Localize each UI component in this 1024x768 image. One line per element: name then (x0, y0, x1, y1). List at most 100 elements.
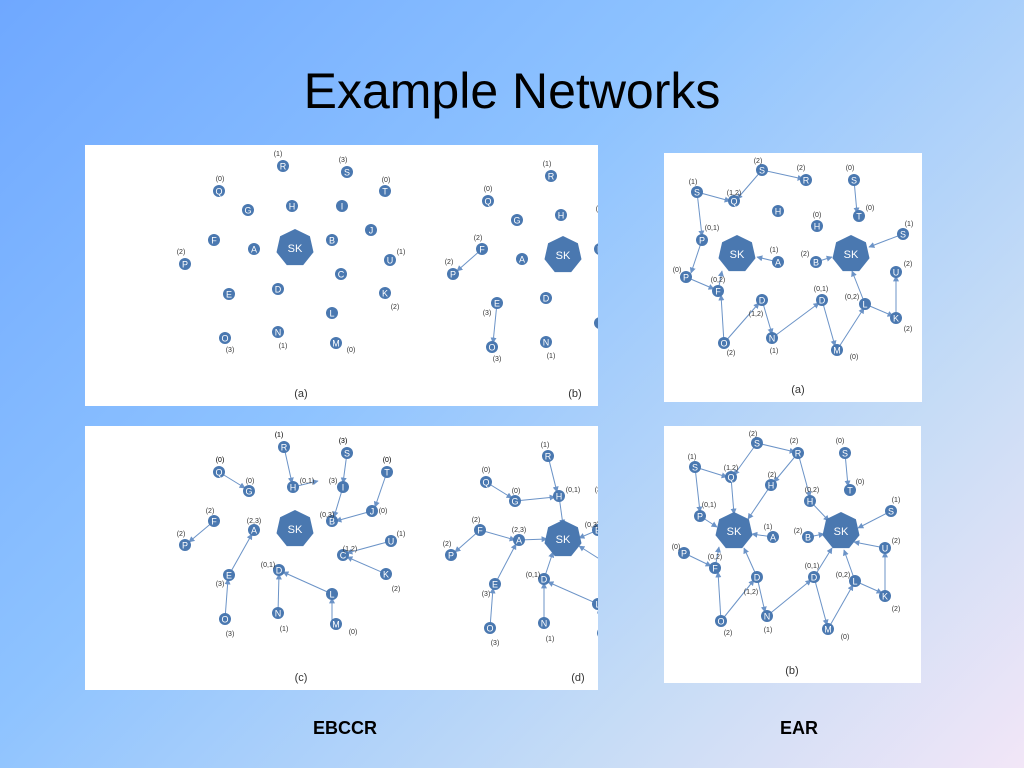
network-node: A (767, 531, 779, 543)
edge-weight-label: (0,2) (836, 572, 850, 579)
network-diagram-cd: SKSKR(1)S(3)Q(0)T(0)GHIJFBAPUCDEKLNOMRSQ… (177, 432, 598, 684)
network-node: A (248, 524, 260, 536)
network-node: T (853, 210, 865, 222)
network-node: N (272, 607, 284, 619)
svg-text:D: D (754, 573, 761, 583)
edge-weight-label: (1) (905, 221, 914, 228)
svg-text:U: U (387, 256, 394, 266)
svg-text:P: P (448, 551, 454, 561)
edge-weight-label: (2) (892, 538, 901, 545)
edge-weight-label: (2) (749, 431, 758, 438)
edge-weight-label: (1) (892, 497, 901, 504)
svg-text:R: R (545, 452, 552, 462)
edge (282, 571, 333, 595)
svg-text:A: A (251, 526, 257, 536)
svg-text:O: O (486, 624, 493, 634)
edge (756, 442, 796, 454)
edge-weight-label: (2) (794, 528, 803, 535)
svg-text:H: H (768, 481, 775, 491)
edge-weight-label: (0,1) (705, 225, 719, 232)
network-node: N (272, 326, 284, 338)
edge (696, 191, 705, 237)
edge-weight-label: (1,2) (343, 546, 357, 553)
edge-weight-label: (2) (177, 531, 186, 538)
sink-node: SK (715, 512, 753, 549)
edge (736, 169, 763, 200)
edge-weight-label: (2) (392, 586, 401, 593)
svg-text:S: S (888, 507, 894, 517)
network-node: S (897, 228, 909, 240)
svg-text:Q: Q (215, 187, 222, 197)
sink-node: SK (832, 235, 870, 272)
edge (821, 299, 837, 347)
edge (283, 446, 294, 484)
svg-text:N: N (764, 612, 771, 622)
edge-weight-label: (2) (472, 517, 481, 524)
edge-weight-label: (2) (768, 472, 777, 479)
svg-text:A: A (251, 245, 257, 255)
network-node: I (337, 481, 349, 493)
edge-weight-label: (1) (770, 247, 779, 254)
network-node: L (326, 588, 338, 600)
network-node: T (379, 185, 391, 197)
svg-text:S: S (759, 166, 765, 176)
network-node: P (179, 258, 191, 270)
edge-weight-label: (3) (595, 487, 598, 494)
network-node: H (811, 220, 823, 232)
network-node: D (538, 573, 550, 585)
network-node: L (592, 598, 598, 610)
caption-ear: EAR (780, 718, 819, 738)
edge (747, 484, 772, 520)
edge (224, 578, 231, 620)
sink-node: SK (276, 229, 314, 266)
node-weight-label: (0) (383, 457, 392, 464)
ebccr-panel-cd: SKSKR(1)S(3)Q(0)T(0)GHIJFBAPUCDEKLNOMRSQ… (85, 426, 598, 690)
svg-text:D: D (276, 566, 283, 576)
network-node: E (223, 569, 235, 581)
network-node: T (381, 466, 393, 478)
svg-text:Q: Q (727, 473, 734, 483)
svg-text:C: C (338, 270, 345, 280)
svg-text:P: P (182, 541, 188, 551)
network-node: S (341, 447, 353, 459)
network-node: H (555, 209, 567, 221)
network-node: L (594, 317, 598, 329)
svg-text:A: A (775, 258, 781, 268)
subfigure-caption: (b) (568, 388, 581, 400)
network-node: M (330, 618, 342, 630)
node-weight-label: (3) (339, 438, 348, 445)
svg-text:T: T (847, 486, 853, 496)
network-node: F (709, 562, 721, 574)
edge (578, 545, 598, 559)
svg-text:SK: SK (288, 243, 303, 255)
network-node: O (718, 337, 730, 349)
edge (490, 302, 498, 344)
node-weight-label: (0) (216, 457, 225, 464)
svg-text:I: I (341, 202, 344, 212)
svg-text:T: T (382, 187, 388, 197)
network-node: O (219, 332, 231, 344)
svg-text:E: E (226, 290, 232, 300)
svg-text:F: F (477, 526, 483, 536)
edge-weight-label: (2) (801, 251, 810, 258)
edge-weight-label: (1) (770, 348, 779, 355)
edge-weight-label: (2,3) (247, 518, 261, 525)
network-node: R (800, 174, 812, 186)
svg-text:P: P (697, 512, 703, 522)
network-node: G (509, 495, 521, 507)
network-node: H (804, 495, 816, 507)
edge (827, 584, 854, 630)
edge (489, 587, 496, 629)
svg-text:M: M (833, 346, 841, 356)
edge-weight-label: (0,1) (261, 562, 275, 569)
edge-weight-label: (3) (216, 581, 225, 588)
svg-text:K: K (893, 314, 899, 324)
svg-text:N: N (543, 338, 550, 348)
edge-weight-label: (0,1) (526, 572, 540, 579)
svg-text:L: L (595, 600, 598, 610)
edge-weight-label: (3) (482, 591, 491, 598)
svg-text:S: S (900, 230, 906, 240)
network-node: A (513, 534, 525, 546)
svg-text:L: L (852, 577, 857, 587)
